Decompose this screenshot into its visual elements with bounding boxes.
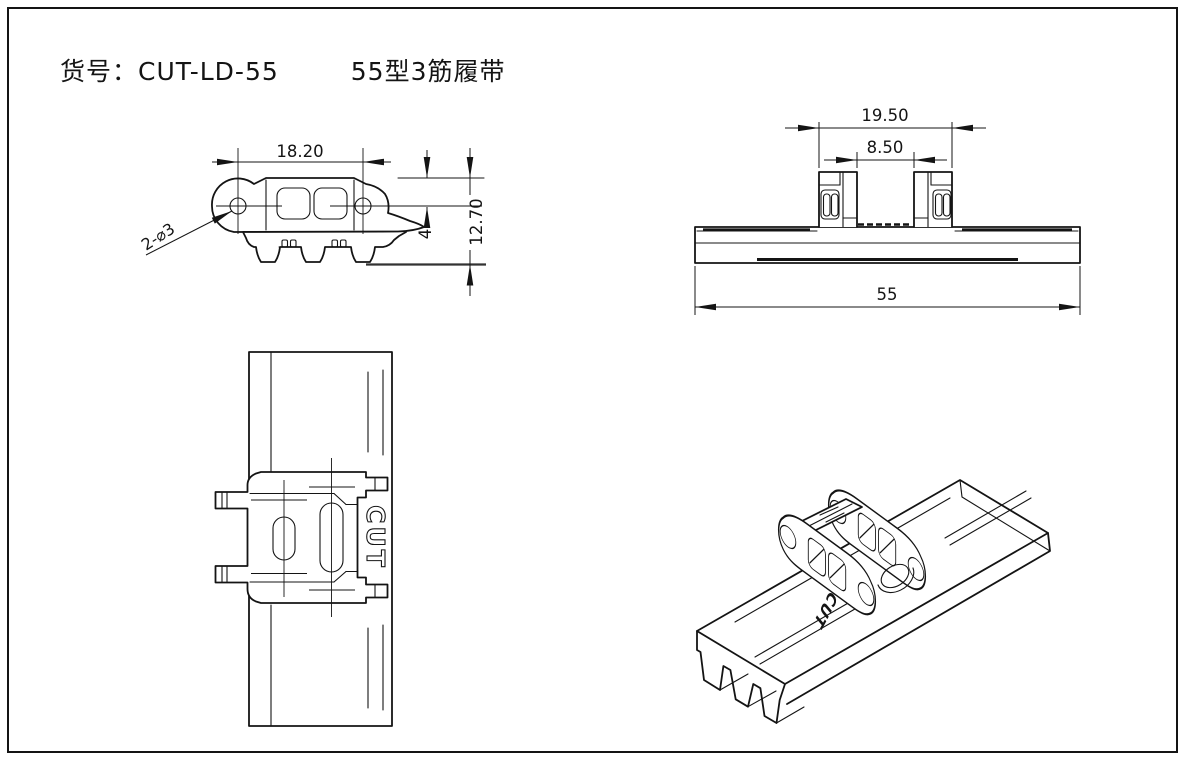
left-lug: [818, 171, 858, 228]
cut-emboss-top-view: CUT: [361, 505, 390, 570]
tread-nub: [278, 239, 300, 248]
tread-nub: [328, 239, 350, 248]
dim-track-width-text: 55: [877, 285, 898, 304]
dim-link-height-text: 12.70: [467, 198, 486, 245]
front-view: 18.20 2-⌀3 4: [138, 142, 486, 296]
isometric-view: CUT: [696, 479, 1051, 724]
part-name: 55型3筋履带: [350, 57, 506, 86]
dimension-lug-span: 19.50: [785, 106, 986, 168]
link-body: [211, 177, 425, 233]
dimension-track-width: 55: [694, 266, 1081, 315]
dim-lug-gap-text: 8.50: [867, 138, 904, 157]
dim-lug-span-text: 19.50: [861, 106, 908, 125]
dimension-lug-gap: 8.50: [824, 138, 947, 168]
iso-lug-near: [777, 514, 877, 616]
iso-tube-end: [877, 563, 915, 594]
drawing-border: [7, 7, 1178, 753]
hole-callout: 2-⌀3: [138, 210, 233, 256]
dimension-pitch: 18.20: [212, 142, 391, 166]
dim-pitch-text: 18.20: [276, 142, 323, 161]
tread-section: [242, 230, 407, 263]
dimension-link-height: 12.70: [366, 148, 486, 296]
top-view: CUT: [214, 351, 393, 727]
track-plate: [694, 223, 1081, 264]
link-top-outline: [214, 471, 389, 604]
side-view: 19.50 8.50 55: [694, 106, 1081, 315]
iso-tread-lines: [734, 490, 1032, 665]
item-number: 货号：CUT-LD-55: [60, 57, 279, 86]
iso-end-teeth: [696, 630, 805, 724]
centerlines: [251, 458, 355, 617]
title-block: 货号：CUT-LD-55 55型3筋履带: [60, 52, 505, 88]
centerlines: [216, 148, 482, 234]
dim-hole-depth-text: 4: [416, 229, 435, 240]
right-lug: [913, 171, 953, 228]
